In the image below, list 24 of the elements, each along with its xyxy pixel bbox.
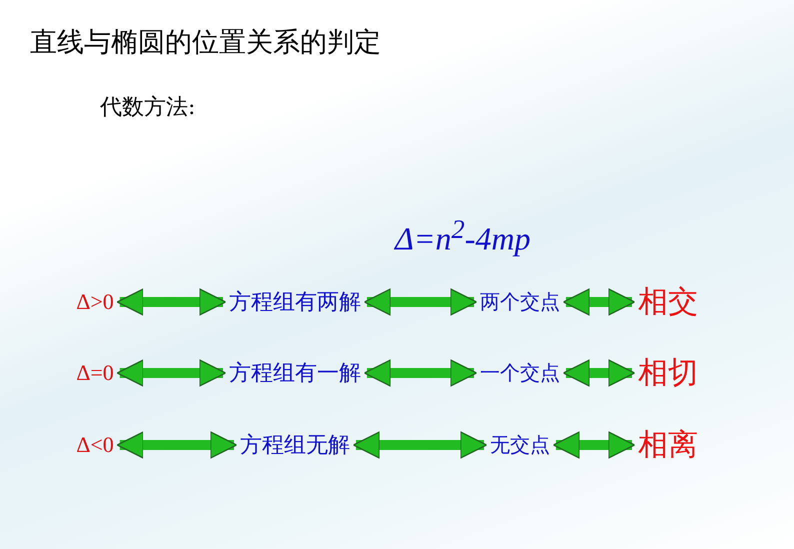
- equation-text: 方程组有两解: [225, 287, 365, 317]
- double-arrow: [116, 288, 226, 316]
- double-arrow: [562, 359, 636, 387]
- relation-text: 相交: [634, 282, 702, 322]
- double-arrow: [116, 359, 226, 387]
- relation-text: 相离: [634, 424, 702, 466]
- double-arrow: [562, 288, 636, 316]
- equation-text: 方程组有一解: [225, 358, 365, 388]
- double-arrow: [352, 431, 488, 459]
- intersection-text: 无交点: [486, 432, 554, 458]
- relation-text: 相切: [634, 352, 702, 394]
- title: 直线与椭圆的位置关系的判定: [30, 26, 381, 60]
- double-arrow: [552, 431, 636, 459]
- condition: Δ=0: [72, 360, 118, 386]
- double-arrow: [364, 359, 478, 387]
- formula: Δ=n$^{2}$-4mp: [395, 214, 530, 258]
- condition: Δ<0: [72, 432, 118, 458]
- equation-text: 方程组无解: [236, 430, 354, 460]
- condition: Δ>0: [72, 289, 118, 315]
- double-arrow: [116, 431, 238, 459]
- double-arrow: [364, 288, 478, 316]
- intersection-text: 两个交点: [476, 288, 564, 316]
- method-label: 代数方法:: [100, 94, 196, 122]
- intersection-text: 一个交点: [476, 360, 564, 386]
